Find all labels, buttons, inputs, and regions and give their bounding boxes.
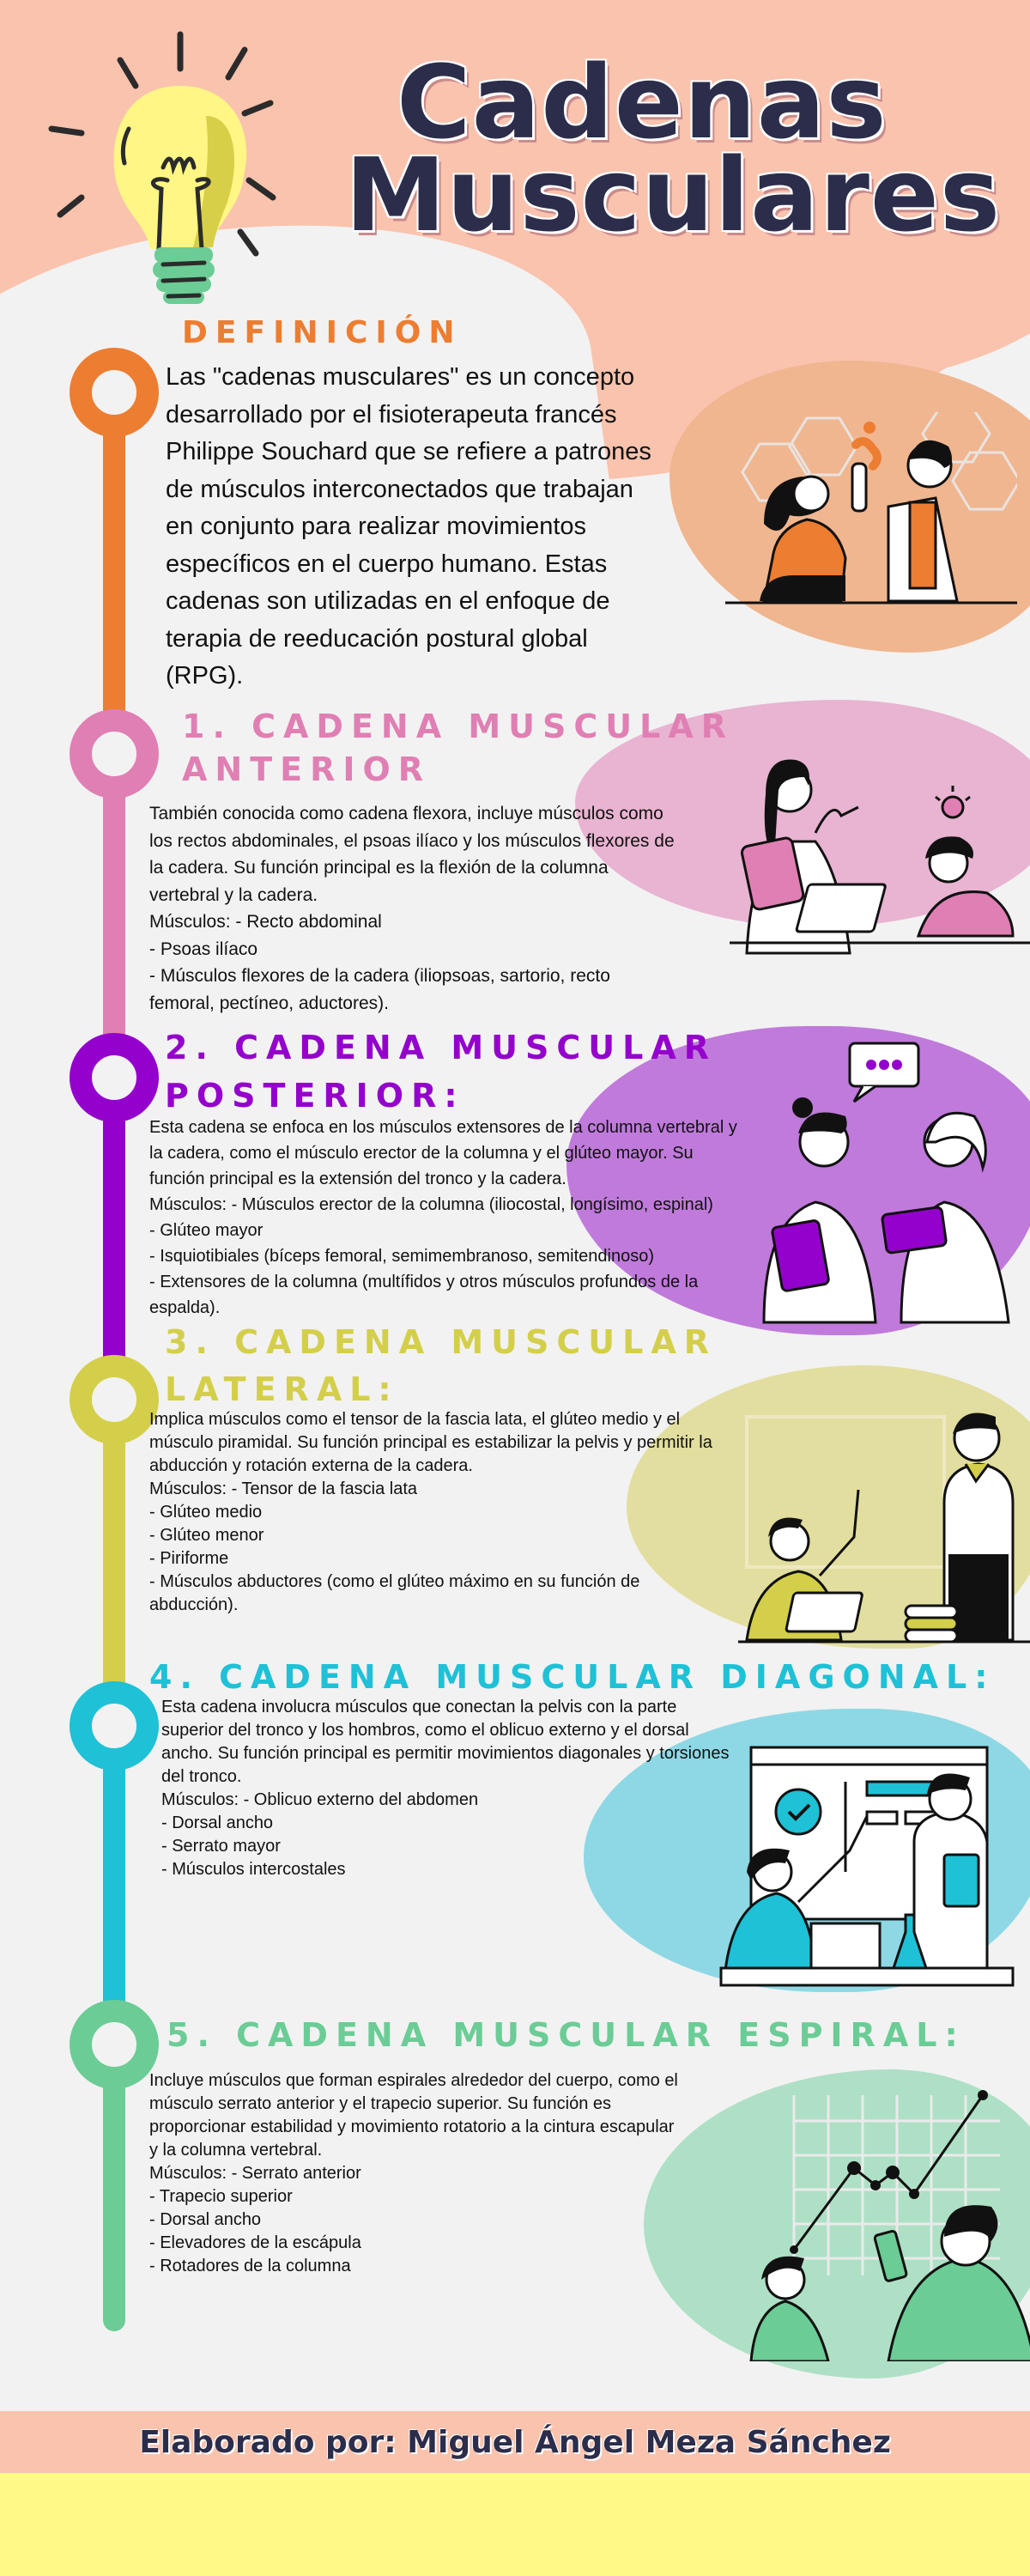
anterior-heading-line-2: ANTERIOR [182,750,432,788]
timeline-node-lateral [70,1355,159,1444]
two-women-talking-illustration [755,1039,1030,1331]
lightbulb-icon [43,17,318,309]
lateral-heading-line-2: LATERAL: [165,1370,399,1408]
classroom-illustration [738,1391,1030,1649]
timeline-stem-lateral [103,1400,125,1717]
timeline-stem-diagonal [103,1717,125,2044]
page-title-line-1: Cadenas [397,43,888,161]
espiral-text: Incluye músculos que forman espirales al… [149,2071,678,2275]
timeline-node-definition [70,348,159,437]
timeline-stem-espiral [103,2044,125,2331]
lateral-text: Implica músculos como el tensor de la fa… [149,1410,712,1614]
growth-chart-illustration [717,2087,1030,2363]
bottom-decorative-band [0,2473,1030,2576]
timeline-node-diagonal [70,1681,159,1771]
timeline-stem-anterior [103,747,125,1056]
posterior-heading-line-2: POSTERIOR: [165,1077,465,1115]
scientists-lab-illustration [725,406,1021,618]
timeline-node-anterior [70,709,159,799]
timeline-node-posterior [70,1033,159,1122]
timeline-stem-posterior [103,1073,125,1400]
footer-credit-bar: Elaborado por: Miguel Ángel Meza Sánchez [0,2411,1030,2473]
definition-heading: DEFINICIÓN [182,315,463,350]
header-background-blob-lower [601,215,1030,386]
timeline-stem-definition [103,429,125,721]
high-five-lab-illustration [717,1743,1017,1988]
page-title-line-2: Musculares [345,136,1002,254]
timeline-node-espiral [70,2000,159,2089]
lateral-heading-line-1: 3. CADENA MUSCULAR [165,1323,718,1361]
anterior-text: También conocida como cadena flexora, in… [149,804,675,1013]
anterior-heading-line-1: 1. CADENA MUSCULAR [182,708,735,745]
posterior-heading-line-1: 2. CADENA MUSCULAR [165,1029,718,1066]
diagonal-text: Esta cadena involucra músculos que conec… [161,1698,730,1879]
posterior-text: Esta cadena se enfoca en los músculos ex… [149,1118,737,1317]
definition-text: Las "cadenas musculares" es un concepto … [166,363,651,690]
espiral-heading: 5. CADENA MUSCULAR ESPIRAL: [167,2016,966,2054]
footer-credit: Elaborado por: Miguel Ángel Meza Sánchez [139,2424,891,2460]
diagonal-heading: 4. CADENA MUSCULAR DIAGONAL: [149,1658,996,1696]
teacher-student-laptop-illustration [721,747,1030,962]
